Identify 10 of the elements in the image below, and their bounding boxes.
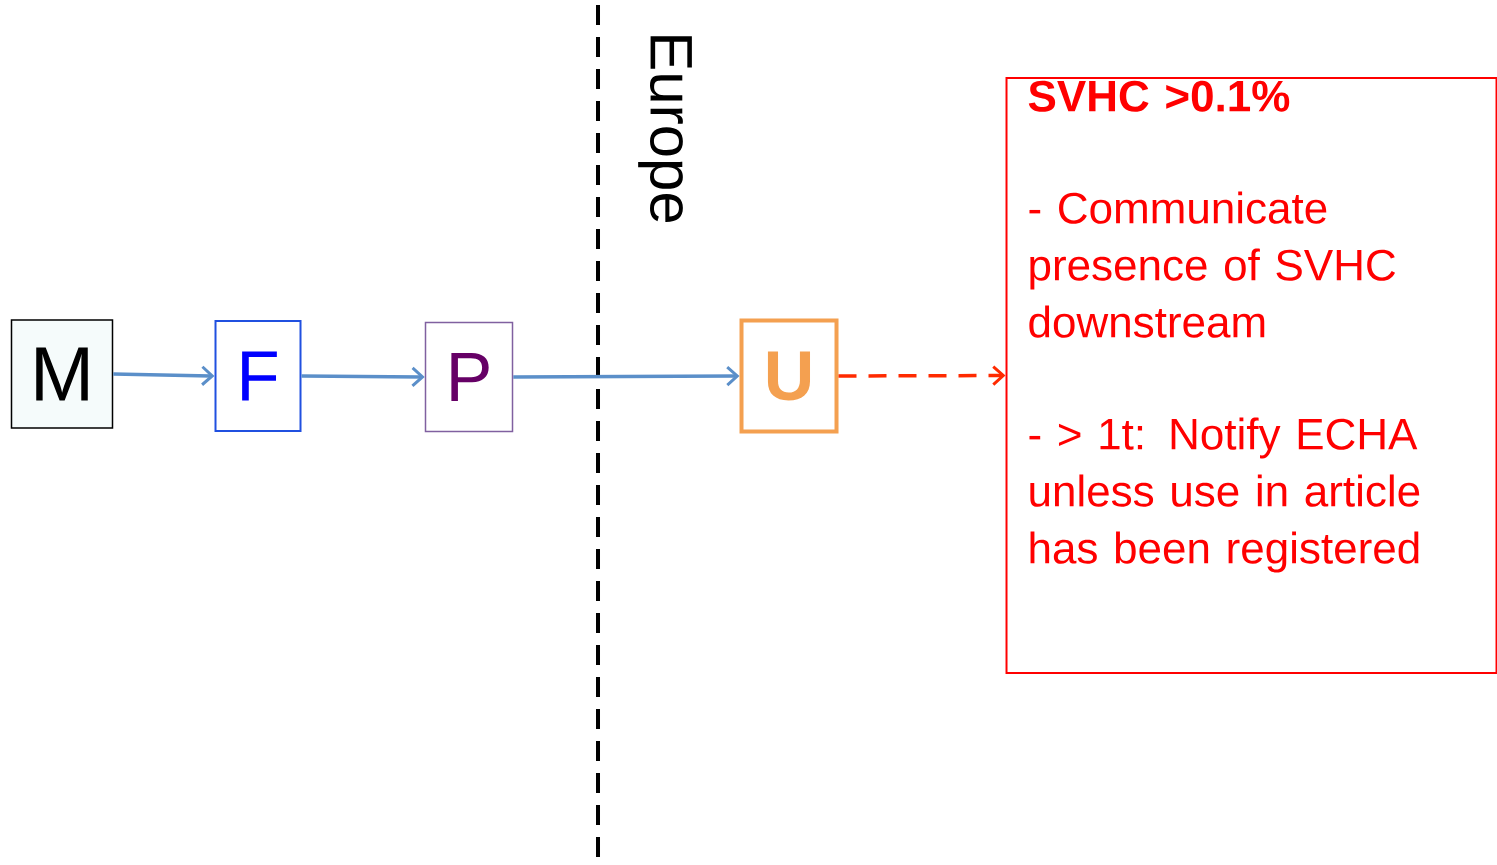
letter-box: F [214, 320, 302, 432]
arrow [301, 366, 425, 387]
arrow [838, 365, 1006, 386]
letter-box: P [424, 321, 514, 433]
region-label: Europe [638, 36, 692, 223]
arrow [513, 365, 740, 387]
letter-box: U [739, 318, 839, 434]
letter-box: M [10, 319, 114, 429]
arrow [113, 365, 215, 386]
note-box: SVHC >0.1% - Communicate presence of SVHC downstream - > 1t: Notify ECHA unless use in article has been registered [1005, 77, 1497, 674]
